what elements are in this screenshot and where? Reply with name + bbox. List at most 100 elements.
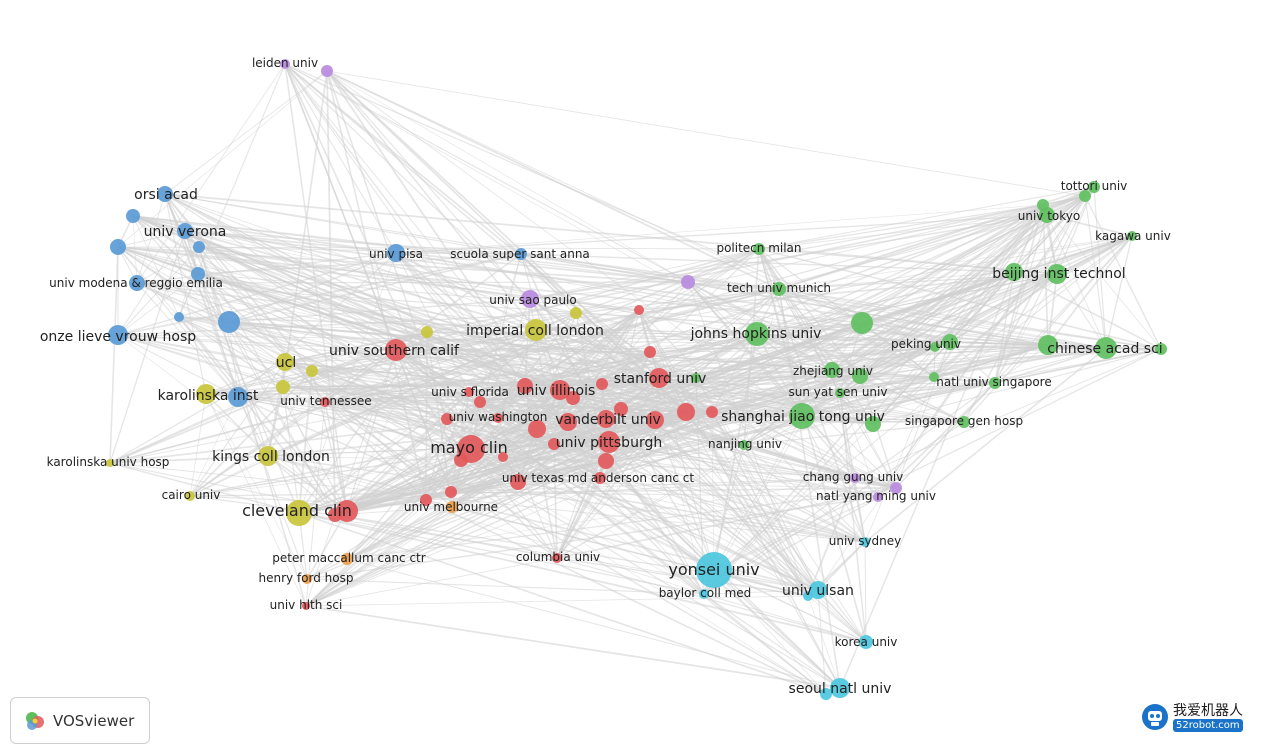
network-node-unlabeled[interactable] [677,403,695,421]
network-node-unlabeled[interactable] [110,239,126,255]
network-node-univ-sao-paulo[interactable] [521,290,539,308]
network-node-unlabeled[interactable] [691,373,701,383]
network-node-unlabeled[interactable] [126,209,140,223]
network-node-univ-washington[interactable] [493,413,503,423]
network-node-unlabeled[interactable] [930,342,940,352]
network-node-unlabeled[interactable] [528,420,546,438]
network-node-peking-univ[interactable] [942,334,958,350]
network-node-natl-univ-singapore[interactable] [989,377,1001,389]
network-node-politecn-milan[interactable] [753,243,765,255]
network-node-unlabeled[interactable] [421,326,433,338]
network-node-stanford-univ[interactable] [649,368,669,388]
network-node-unlabeled[interactable] [1038,335,1058,355]
network-node-unlabeled[interactable] [420,494,432,506]
network-node-unlabeled[interactable] [474,396,486,408]
network-node-unlabeled[interactable] [193,241,205,253]
network-node-unlabeled[interactable] [644,346,656,358]
network-node-yonsei-univ[interactable] [696,552,732,588]
network-node-unlabeled[interactable] [598,453,614,469]
network-node-univ-modena-reggio-emilia[interactable] [129,275,145,291]
network-node-unlabeled[interactable] [929,372,939,382]
network-node-univ-melbourne[interactable] [446,501,458,513]
network-node-nanjing-univ[interactable] [739,440,749,450]
network-node-unlabeled[interactable] [517,378,533,394]
network-node-imperial-coll-london[interactable] [525,319,547,341]
network-node-univ-tokyo[interactable] [1039,207,1055,223]
network-node-unlabeled[interactable] [321,65,333,77]
network-node-columbia-univ[interactable] [552,553,562,563]
network-node-unlabeled[interactable] [1079,190,1091,202]
network-node-unlabeled[interactable] [646,411,664,429]
network-node-ucl[interactable] [276,353,294,371]
network-node-unlabeled[interactable] [174,312,184,322]
network-node-unlabeled[interactable] [510,474,526,490]
network-node-unlabeled[interactable] [681,275,695,289]
network-node-zhejiang-univ[interactable] [824,362,840,378]
network-node-unlabeled[interactable] [566,391,580,405]
network-node-unlabeled[interactable] [865,416,881,432]
network-node-unlabeled[interactable] [548,438,560,450]
network-node-unlabeled[interactable] [441,413,453,425]
network-node-univ-tennessee[interactable] [320,397,330,407]
network-node-unlabeled[interactable] [276,380,290,394]
network-node-johns-hopkins-univ[interactable] [745,322,769,346]
network-node-kings-coll-london[interactable] [258,446,278,466]
network-node-leiden-univ[interactable] [280,59,290,69]
network-node-unlabeled[interactable] [706,406,718,418]
network-node-unlabeled[interactable] [559,413,577,431]
network-node-unlabeled[interactable] [820,688,832,700]
network-node-karolinska-univ-hosp[interactable] [106,459,114,467]
network-node-unlabeled[interactable] [596,378,608,390]
network-node-unlabeled[interactable] [634,305,644,315]
network-node-unlabeled[interactable] [306,365,318,377]
network-node-univ-verona[interactable] [177,223,193,239]
network-node-unlabeled[interactable] [1005,263,1023,281]
network-node-henry-ford-hosp[interactable] [302,574,312,584]
network-node-korea-univ[interactable] [859,635,873,649]
network-node-unlabeled[interactable] [851,312,873,334]
network-node-unlabeled[interactable] [570,307,582,319]
network-node-univ-pittsburgh[interactable] [598,431,620,453]
network-node-chinese-acad-sci[interactable] [1095,337,1117,359]
network-node-tech-univ-munich[interactable] [772,282,786,296]
network-node-beijing-inst-technol[interactable] [1047,264,1067,284]
vosviewer-badge[interactable]: VOSviewer [10,697,150,744]
network-node-univ-sydney[interactable] [860,537,870,547]
network-node-cairo-univ[interactable] [185,491,195,501]
network-node-univ-ulsan[interactable] [809,581,827,599]
network-node-karolinska-inst[interactable] [228,387,248,407]
network-node-chang-gung-univ[interactable] [850,473,860,483]
network-node-unlabeled[interactable] [445,486,457,498]
network-edge [949,204,1044,343]
network-node-univ-s-florida[interactable] [464,387,474,397]
network-node-univ-pisa[interactable] [387,244,405,262]
network-node-cleveland-clin[interactable] [286,500,312,526]
network-node-kagawa-univ[interactable] [1127,231,1137,241]
network-node-seoul-natl-univ[interactable] [830,678,850,698]
network-node-unlabeled[interactable] [196,384,216,404]
network-node-natl-yang-ming-univ[interactable] [873,492,883,502]
network-node-unlabeled[interactable] [191,267,205,281]
network-node-unlabeled[interactable] [498,452,508,462]
network-node-unlabeled[interactable] [1155,343,1167,355]
network-node-unlabeled[interactable] [328,508,342,522]
network-node-sun-yat-sen-univ[interactable] [835,388,845,398]
network-node-orsi-acad[interactable] [157,186,173,202]
network-node-univ-hlth-sci[interactable] [302,602,310,610]
network-node-unlabeled[interactable] [218,311,240,333]
network-node-baylor-coll-med[interactable] [699,589,709,599]
network-node-unlabeled[interactable] [852,368,868,384]
network-node-univ-texas-md-anderson-canc-ct[interactable] [594,472,606,484]
network-node-mayo-clin[interactable] [457,435,485,463]
network-node-tottori-univ[interactable] [1088,181,1100,193]
network-node-onze-lieve-vrouw-hosp[interactable] [108,325,128,345]
network-node-singapore-gen-hosp[interactable] [958,416,970,428]
network-node-unlabeled[interactable] [614,402,628,416]
network-node-univ-illinois[interactable] [550,380,570,400]
network-node-univ-southern-calif[interactable] [385,339,407,361]
network-node-vanderbilt-univ[interactable] [597,410,615,428]
network-node-peter-maccallum-canc-ctr[interactable] [341,553,353,565]
network-node-unlabeled[interactable] [890,482,902,494]
network-node-shanghai-jiao-tong-univ[interactable] [789,403,815,429]
network-node-scuola-super-sant-anna[interactable] [515,248,527,260]
